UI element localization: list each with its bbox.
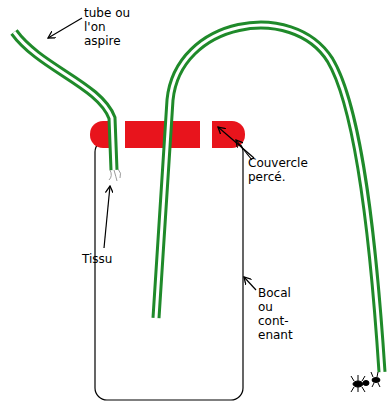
tube-label: tube ou l'on aspire: [84, 6, 140, 48]
leader-arrow: [48, 18, 82, 38]
suction-tube: [14, 32, 114, 170]
insects: [351, 372, 380, 392]
leader-arrow: [104, 186, 110, 248]
intake-tube: [156, 25, 382, 372]
tissue: [109, 169, 121, 181]
lid-hole: [200, 121, 212, 148]
lid-label: Couvercle percé.: [248, 156, 328, 184]
jar-label: Bocal ou cont- enant: [258, 286, 300, 342]
leader-arrow: [218, 127, 254, 158]
intake-tube: [156, 25, 382, 372]
suction-tube: [14, 32, 114, 170]
leader-arrow: [244, 277, 256, 290]
tissue-label: Tissu: [82, 252, 142, 266]
